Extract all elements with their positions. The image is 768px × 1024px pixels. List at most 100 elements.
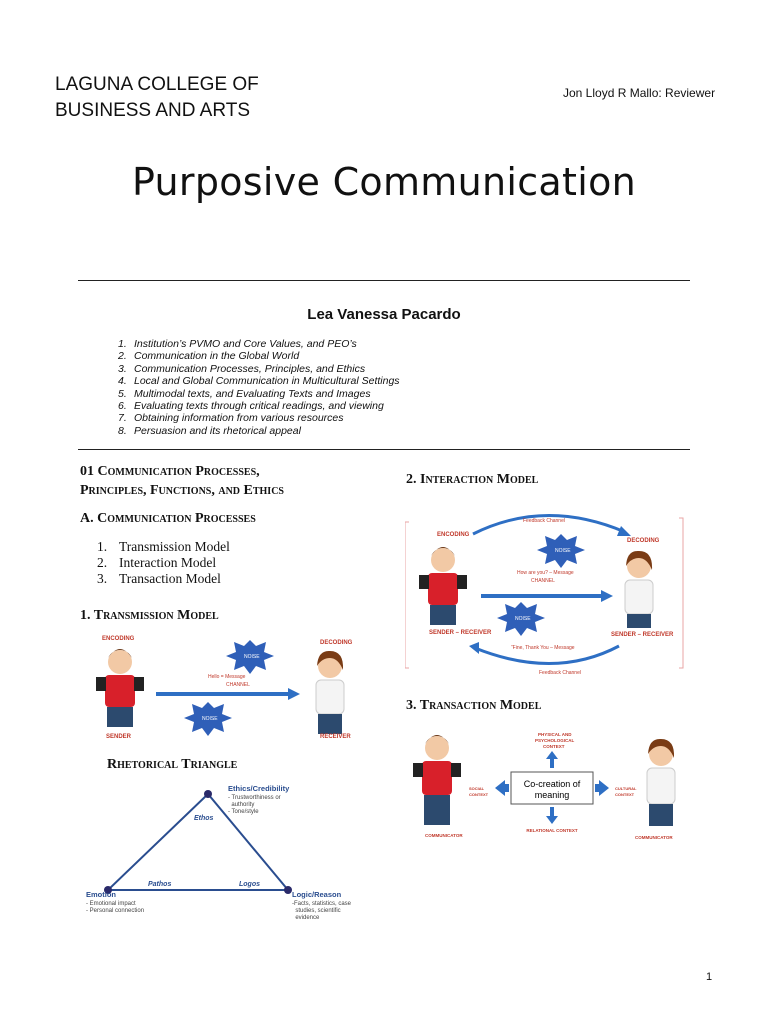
list-item: 4.Local and Global Communication in Mult… bbox=[118, 375, 400, 388]
list-item: 6.Evaluating texts through critical read… bbox=[118, 400, 384, 413]
noise-icon bbox=[537, 534, 585, 568]
page-title: Purposive Communication bbox=[131, 160, 637, 204]
section-heading-line-2: Principles, Functions, and Ethics bbox=[80, 483, 284, 498]
table-of-contents: 1.Institution’s PVMO and Core Values, an… bbox=[118, 338, 400, 437]
list-item: 1.Institution’s PVMO and Core Values, an… bbox=[118, 338, 357, 350]
feedback-label-bottom: Feedback Channel bbox=[539, 670, 581, 676]
emotion-title: Emotion bbox=[86, 890, 116, 899]
models-list: 1.Transmission Model 2.Interaction Model… bbox=[97, 539, 230, 587]
list-item: 3.Transaction Model bbox=[97, 571, 221, 586]
receiver-figure bbox=[315, 650, 345, 734]
ethos-item: - Tone/style bbox=[228, 809, 259, 815]
transaction-diagram: PHYSICAL AND PSYCHOLOGICAL CONTEXT Co-cr… bbox=[413, 732, 676, 840]
section-heading-line-1: 01 Communication Processes, bbox=[80, 464, 260, 479]
noise-label: NOISE bbox=[244, 654, 260, 660]
arrow-head bbox=[288, 688, 300, 700]
school-name: LAGUNA COLLEGE OF BUSINESS AND ARTS bbox=[55, 72, 259, 124]
left-bracket bbox=[405, 521, 409, 669]
presenter-name: Lea Vanessa Pacardo bbox=[307, 306, 461, 323]
arrow-head bbox=[601, 590, 613, 602]
cultural-context-line-1: CULTURAL bbox=[615, 786, 637, 791]
arrow-right-icon bbox=[595, 780, 609, 796]
communicator-right-label: COMMUNICATOR bbox=[635, 835, 673, 840]
ethos-item: authority bbox=[228, 802, 254, 808]
arrow-head bbox=[469, 642, 479, 654]
communicator-left-label: COMMUNICATOR bbox=[425, 833, 463, 838]
logos-node bbox=[284, 886, 292, 894]
list-item: 1.Transmission Model bbox=[97, 539, 230, 554]
divider-middle bbox=[78, 449, 690, 450]
sender-receiver-left-figure bbox=[419, 547, 467, 625]
right-bracket bbox=[679, 517, 684, 669]
feedback-arc-bottom bbox=[474, 644, 620, 665]
center-line-1: Co-creation of bbox=[524, 779, 581, 789]
sender-figure bbox=[96, 649, 144, 727]
encoding-label: ENCODING bbox=[437, 532, 470, 538]
communicator-right-figure bbox=[646, 738, 676, 826]
ethos-label: Ethos bbox=[194, 815, 214, 822]
emotion-item: - Emotional impact bbox=[86, 901, 136, 907]
sender-receiver-right-figure bbox=[624, 550, 654, 628]
noise-label: NOISE bbox=[202, 716, 218, 722]
communicator-left-figure bbox=[413, 735, 461, 825]
feedback-label-top: Feedback Channel bbox=[523, 518, 565, 524]
receiver-label: RECEIVER bbox=[320, 734, 351, 740]
ethos-title: Ethics/Credibility bbox=[228, 784, 290, 793]
logic-item: -Facts, statistics, case bbox=[292, 901, 352, 907]
heading-transmission-model: 1. Transmission Model bbox=[80, 608, 219, 623]
noise-icon bbox=[184, 702, 232, 736]
arrow-left-icon bbox=[495, 780, 509, 796]
arrow-head bbox=[617, 526, 631, 536]
physical-context-line-3: CONTEXT bbox=[543, 744, 565, 749]
subheading-communication-processes: A. Communication Processes bbox=[80, 511, 256, 526]
logic-item: evidence bbox=[292, 915, 320, 920]
reply-message-label: “Fine, Thank You – Message bbox=[511, 645, 575, 651]
heading-transaction-model: 3. Transaction Model bbox=[406, 698, 542, 713]
social-context-line-1: SOCIAL bbox=[469, 786, 485, 791]
center-box bbox=[510, 771, 594, 805]
decoding-label: DECODING bbox=[320, 640, 353, 646]
list-item: 8.Persuasion and its rhetorical appeal bbox=[118, 424, 301, 437]
center-line-2: meaning bbox=[535, 790, 570, 800]
pathos-label: Pathos bbox=[148, 881, 171, 888]
rhetorical-triangle-diagram: Ethics/Credibility - Trustworthiness or … bbox=[86, 784, 352, 920]
message-label: Hello = Message bbox=[208, 674, 246, 680]
list-item: 2.Communication in the Global World bbox=[118, 350, 300, 363]
noise-label: NOISE bbox=[515, 616, 531, 622]
sender-receiver-left-label: SENDER – RECEIVER bbox=[429, 630, 492, 636]
ethos-item: - Trustworthiness or bbox=[228, 795, 281, 801]
noise-label: NOISE bbox=[555, 548, 571, 554]
decoding-label: DECODING bbox=[627, 538, 660, 544]
noise-icon bbox=[226, 640, 274, 674]
triangle-shape bbox=[105, 792, 291, 891]
social-context-line-2: CONTEXT bbox=[469, 792, 489, 797]
message-label: How are you? – Message bbox=[517, 570, 574, 576]
channel-label: CHANNEL bbox=[226, 682, 250, 688]
noise-icon bbox=[497, 602, 545, 636]
list-item: 3.Communication Processes, Principles, a… bbox=[118, 362, 366, 375]
page-number: 1 bbox=[706, 971, 713, 983]
list-item: 5.Multimodal texts, and Evaluating Texts… bbox=[118, 387, 371, 400]
sender-label: SENDER bbox=[106, 734, 132, 740]
list-item: 7.Obtaining information from various res… bbox=[118, 412, 344, 425]
logos-label: Logos bbox=[239, 881, 260, 888]
logic-item: studies, scientific bbox=[292, 908, 341, 914]
list-item: 2.Interaction Model bbox=[97, 555, 217, 570]
emotion-item: - Personal connection bbox=[86, 908, 144, 914]
physical-context-line-2: PSYCHOLOGICAL bbox=[535, 738, 575, 743]
interaction-diagram: Feedback Channel ENCODING DECODING NOISE… bbox=[405, 514, 684, 676]
relational-context-label: RELATIONAL CONTEXT bbox=[526, 828, 578, 833]
cultural-context-line-2: CONTEXT bbox=[615, 792, 635, 797]
physical-context-line-1: PHYSICAL AND bbox=[538, 732, 572, 737]
heading-rhetorical-triangle: Rhetorical Triangle bbox=[107, 757, 238, 772]
ethos-node bbox=[204, 790, 212, 798]
arrow-down-icon bbox=[546, 807, 558, 824]
sender-receiver-right-label: SENDER – RECEIVER bbox=[611, 632, 674, 638]
feedback-arc-top bbox=[472, 514, 626, 536]
arrow-up-icon bbox=[546, 751, 558, 768]
pathos-node bbox=[104, 886, 112, 894]
logic-title: Logic/Reason bbox=[292, 890, 342, 899]
channel-label: CHANNEL bbox=[531, 578, 555, 584]
heading-interaction-model: 2. Interaction Model bbox=[406, 472, 539, 487]
school-line-2: BUSINESS AND ARTS bbox=[55, 100, 250, 121]
